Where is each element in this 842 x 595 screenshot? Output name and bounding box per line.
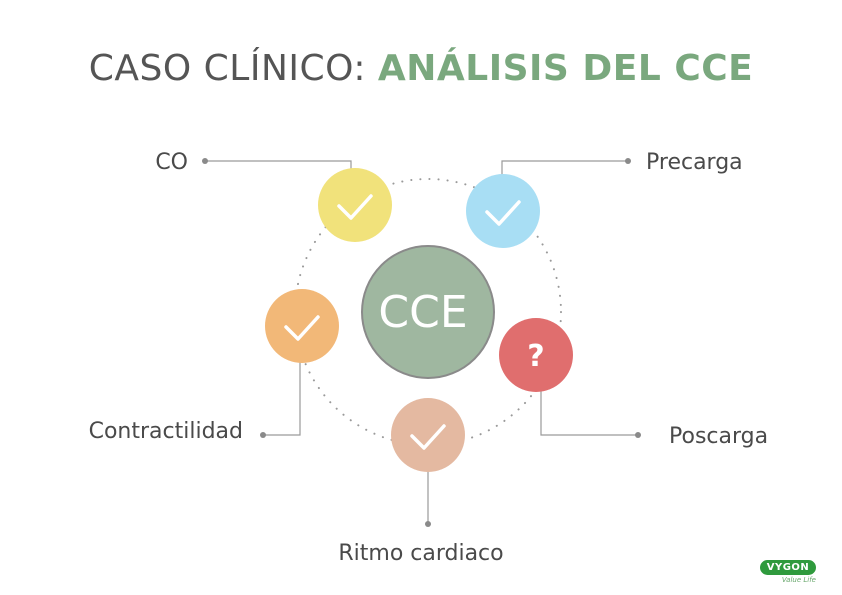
node-poscarga-circle <box>499 318 573 392</box>
connector-co <box>205 160 352 176</box>
label-precarga: Precarga <box>646 150 743 175</box>
center-circle <box>361 245 495 379</box>
label-ritmo: Ritmo cardiaco <box>338 541 503 566</box>
connector-dot-co <box>202 158 208 164</box>
page-title: CASO CLÍNICO: ANÁLISIS DEL CCE <box>0 48 842 89</box>
node-ritmo-circle <box>391 398 465 472</box>
connector-dot-ritmo <box>425 521 431 527</box>
question-icon: ? <box>527 339 544 374</box>
label-co: CO <box>155 150 188 175</box>
connector-dot-precarga <box>625 158 631 164</box>
logo-tagline: Value Life <box>781 576 816 584</box>
check-icon <box>337 194 373 220</box>
node-contractilidad-circle <box>265 289 339 363</box>
title-highlight: ANÁLISIS DEL CCE <box>377 48 754 89</box>
connector-contractilidad <box>263 360 301 436</box>
connector-poscarga <box>540 390 638 436</box>
connector-precarga <box>501 160 628 176</box>
node-co-circle <box>318 168 392 242</box>
connector-dot-contractilidad <box>260 432 266 438</box>
node-precarga-circle <box>466 174 540 248</box>
title-prefix: CASO CLÍNICO: <box>88 48 378 89</box>
label-contractilidad: Contractilidad <box>89 419 243 444</box>
logo-brand: VYGON <box>760 560 816 575</box>
check-icon <box>410 424 446 450</box>
check-icon <box>284 315 320 341</box>
check-icon <box>485 200 521 226</box>
label-poscarga: Poscarga <box>669 424 768 449</box>
connector-dot-poscarga <box>635 432 641 438</box>
vygon-logo: VYGON Value Life <box>760 560 816 584</box>
center-label: CCE <box>378 287 467 338</box>
